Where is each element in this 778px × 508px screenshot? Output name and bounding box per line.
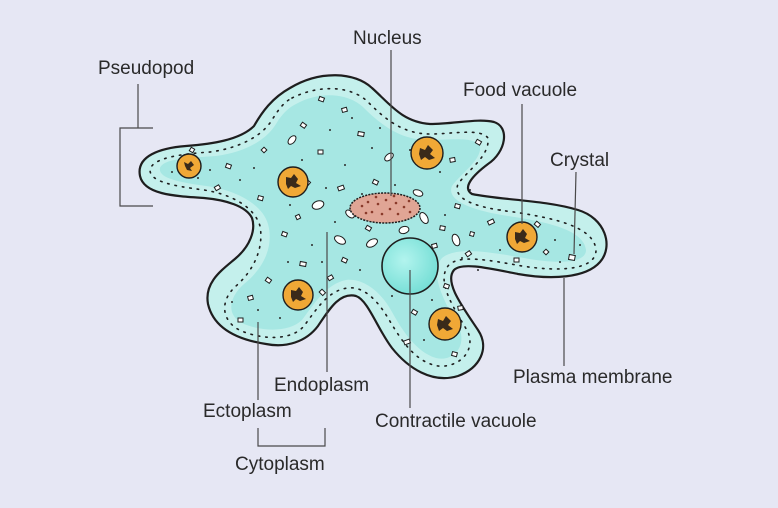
pseudopod-bracket xyxy=(119,84,153,207)
food-vacuole xyxy=(410,136,444,170)
label-contractile-vacuole: Contractile vacuole xyxy=(375,411,537,432)
cytoplasm-stipple xyxy=(171,117,581,341)
crystal-leader xyxy=(573,171,577,255)
food-vacuole xyxy=(277,166,309,198)
label-plasma-membrane: Plasma membrane xyxy=(513,367,672,388)
food-vacuole xyxy=(176,153,202,179)
label-food-vacuole: Food vacuole xyxy=(463,80,577,101)
label-crystal: Crystal xyxy=(550,150,609,171)
cytoplasm-granules xyxy=(188,95,576,358)
food-vacuole xyxy=(282,279,314,311)
label-cytoplasm: Cytoplasm xyxy=(235,454,325,475)
amoeba-cell xyxy=(138,74,608,380)
food-vacuole xyxy=(428,307,462,341)
leader-lines xyxy=(119,50,577,447)
label-nucleus: Nucleus xyxy=(353,28,422,49)
food-vacuole xyxy=(506,221,538,253)
label-endoplasm: Endoplasm xyxy=(274,375,369,396)
label-pseudopod: Pseudopod xyxy=(98,58,194,79)
labels: Pseudopod Nucleus Food vacuole Crystal P… xyxy=(98,28,672,475)
food-vacuoles xyxy=(176,136,538,341)
endoplasm-region xyxy=(159,95,586,359)
label-ectoplasm: Ectoplasm xyxy=(203,401,292,422)
nucleus xyxy=(349,192,421,224)
ectoplasm-boundary xyxy=(149,87,597,367)
cytoplasm-bracket xyxy=(257,428,326,447)
